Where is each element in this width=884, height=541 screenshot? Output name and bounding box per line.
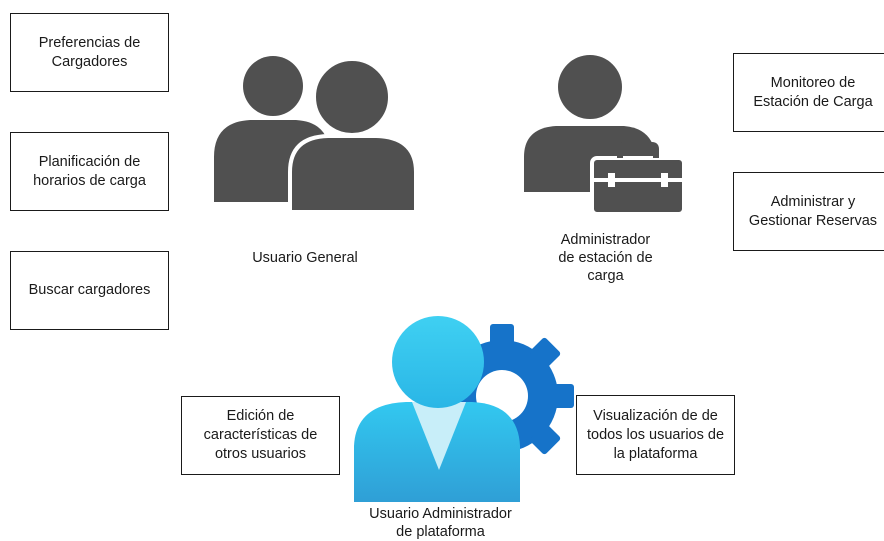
feature-box-edicion: Edición de características de otros usua… bbox=[181, 396, 340, 475]
feature-box-reservas: Administrar y Gestionar Reservas bbox=[733, 172, 884, 251]
admin-briefcase-icon bbox=[524, 55, 686, 216]
feature-box-visualizacion: Visualización de de todos los usuarios d… bbox=[576, 395, 735, 475]
feature-box-preferencias: Preferencias de Cargadores bbox=[10, 13, 169, 92]
feature-box-monitoreo: Monitoreo de Estación de Carga bbox=[733, 53, 884, 132]
actor-label-general: Usuario General bbox=[252, 250, 358, 266]
feature-box-planificacion: Planificación de horarios de carga bbox=[10, 132, 169, 211]
platform-admin-gear-icon bbox=[354, 316, 574, 502]
feature-box-buscar: Buscar cargadores bbox=[10, 251, 169, 330]
users-group-icon bbox=[214, 56, 418, 214]
actor-label-station-admin: Administrador de estación de carga bbox=[558, 232, 653, 284]
actor-label-platform-admin: Usuario Administrador de plataforma bbox=[369, 506, 512, 540]
